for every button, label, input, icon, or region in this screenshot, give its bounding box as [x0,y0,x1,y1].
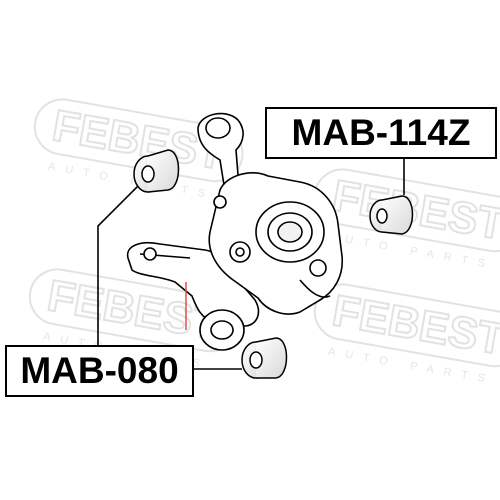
leader-mab-080 [97,185,139,345]
knuckle-assembly [126,112,344,351]
part-label-mab-080: MAB-080 [5,345,194,397]
watermark-logo: FEBEST AUTO PARTS [313,283,500,387]
part-label-mab-114z: MAB-114Z [265,107,497,159]
bushing-bottom [241,337,288,379]
bushing-right [369,195,414,235]
leader-lines [97,155,405,370]
bushing-top-left [133,149,180,193]
